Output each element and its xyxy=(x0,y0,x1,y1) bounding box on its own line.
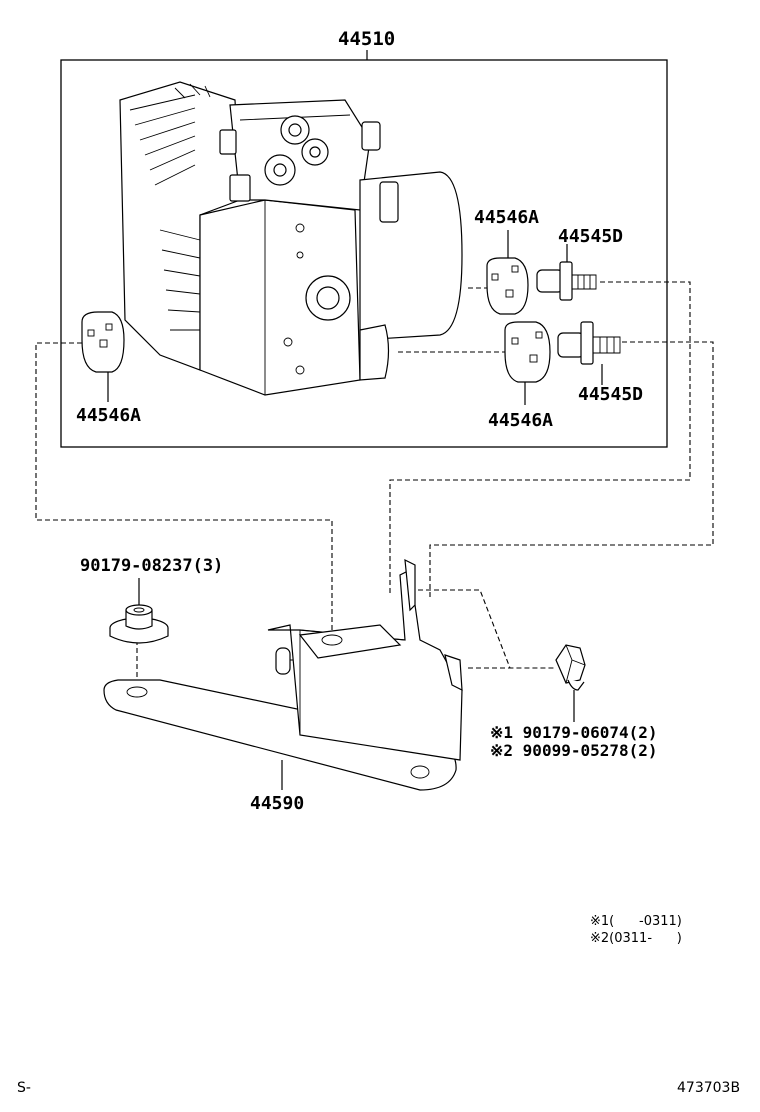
label-nut-option-1: ※1 90179-06074(2) xyxy=(490,723,658,742)
label-actuator-assembly: 44510 xyxy=(338,28,395,50)
bolt-lower-right xyxy=(557,321,621,365)
route-line-nut xyxy=(418,589,556,669)
note-2: ※2(0311- ) xyxy=(590,931,682,946)
port-fittings xyxy=(219,115,399,223)
grommet xyxy=(109,604,169,644)
connector-lower-right xyxy=(504,321,551,383)
bracket xyxy=(103,558,463,791)
label-connector-lower-right: 44546A xyxy=(488,410,553,431)
label-connector-left: 44546A xyxy=(76,405,141,426)
label-bolt-lower-right: 44545D xyxy=(578,384,643,405)
bolt-top-right xyxy=(536,261,597,301)
label-grommet: 90179-08237(3) xyxy=(80,556,223,576)
label-nut-option-2: ※2 90099-05278(2) xyxy=(490,741,658,760)
route-line-lower-right xyxy=(429,341,714,600)
connector-top-right xyxy=(486,257,529,315)
abs-actuator xyxy=(119,81,463,396)
assembly-frame xyxy=(60,59,668,448)
footer-right: 473703B xyxy=(677,1080,740,1096)
note-1: ※1( -0311) xyxy=(590,914,682,929)
label-bolt-top-right: 44545D xyxy=(558,226,623,247)
label-bracket: 44590 xyxy=(250,793,304,814)
flange-nut xyxy=(555,644,586,691)
route-line-upper-right xyxy=(389,281,691,595)
footer-left: S- xyxy=(17,1080,31,1096)
connector-left xyxy=(81,311,125,373)
label-connector-top-right: 44546A xyxy=(474,207,539,228)
